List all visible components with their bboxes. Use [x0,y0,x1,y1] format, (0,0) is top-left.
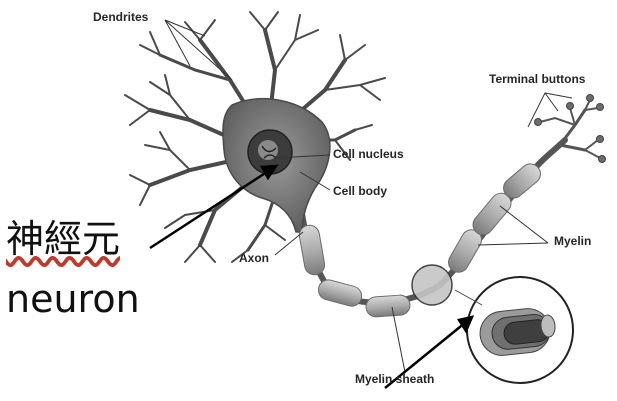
node-highlight [412,265,452,305]
label-terminal-buttons: Terminal buttons [489,72,585,86]
myelin-sheath-inset [467,277,573,383]
label-dendrites: Dendrites [93,10,148,24]
annotation-english: neuron [6,280,140,318]
terminal-buttons [535,95,606,163]
label-myelin: Myelin [554,234,591,248]
label-axon: Axon [239,251,269,265]
label-myelin-sheath: Myelin sheath [355,372,434,386]
label-cell-nucleus: Cell nucleus [333,147,404,161]
annotation-chinese: 神經元 [6,220,120,258]
label-cell-body: Cell body [333,184,387,198]
